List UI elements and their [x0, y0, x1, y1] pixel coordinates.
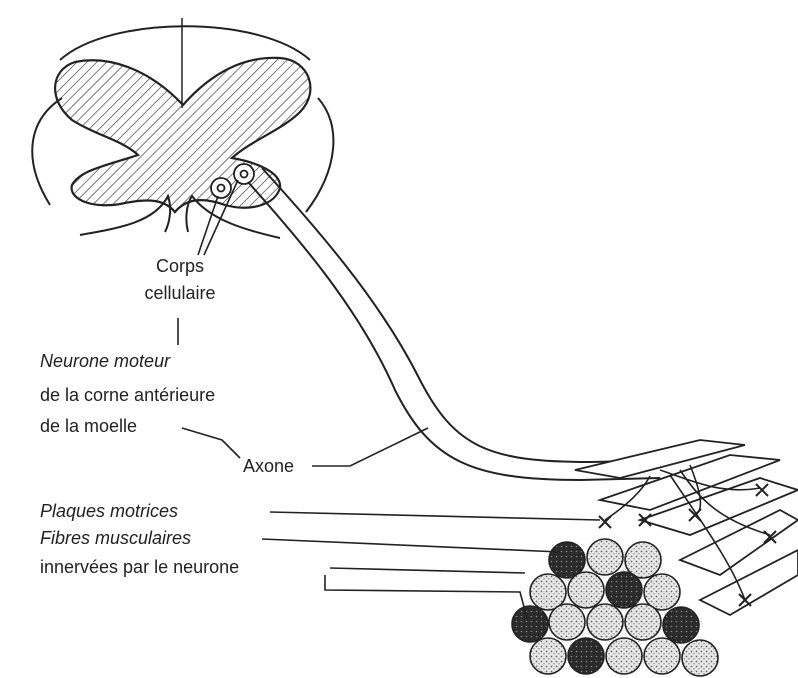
leader-lines: [178, 180, 600, 618]
label-neurone-line2: de la corne antérieure: [40, 384, 215, 407]
left-side-contour: [32, 98, 62, 205]
axon: [248, 168, 680, 480]
end-plate-icon: [599, 516, 611, 528]
spinal-cord-outline: [60, 26, 310, 60]
label-corps-line1: Corps: [150, 255, 210, 278]
label-corps-line2: cellulaire: [138, 282, 222, 305]
label-neurone-line1: Neurone moteur: [40, 350, 170, 373]
label-neurone-line3: de la moelle: [40, 415, 137, 438]
right-side-contour: [306, 98, 333, 212]
label-plaques-motrices: Plaques motrices: [40, 500, 178, 523]
label-fibres-musculaires: Fibres musculaires: [40, 527, 191, 550]
label-axone: Axone: [243, 455, 294, 478]
cell-body-icon: [211, 178, 231, 198]
label-innervees: innervées par le neurone: [40, 556, 239, 579]
